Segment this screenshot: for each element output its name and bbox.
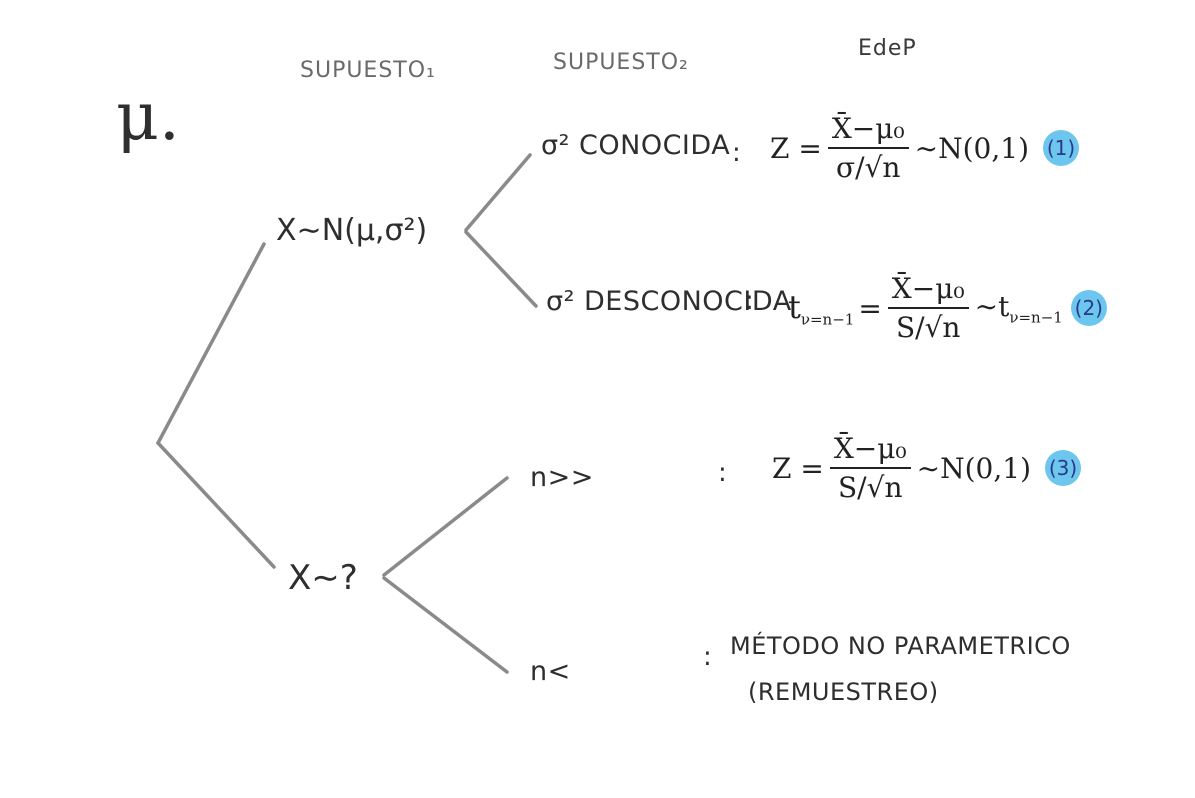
formula-2-badge: (2) <box>1070 290 1107 326</box>
branch-large-n: n>> <box>530 462 594 493</box>
branch-small-n: n< <box>530 656 571 687</box>
formula-2: tν=n−1 = X̄−μ₀ S/√n ∼tν=n−1 (2) <box>788 272 1107 344</box>
header-supuesto-2: SUPUESTO₂ <box>553 50 689 75</box>
formula-3-denominator: S/√n <box>837 471 903 504</box>
formula-1: Z = X̄−μ₀ σ/√n ∼N(0,1) (1) <box>770 112 1079 184</box>
formula-2-rhs: ∼tν=n−1 <box>975 290 1063 327</box>
separator-4: : <box>703 642 712 672</box>
method-line-1: MÉTODO NO PARAMETRICO <box>730 632 1071 660</box>
edge-unknown-small <box>382 576 509 674</box>
header-edep: EdeP <box>858 36 917 61</box>
edge-root-normal <box>156 242 266 445</box>
formula-1-rhs: ∼N(0,1) <box>914 131 1029 165</box>
formula-2-numerator: X̄−μ₀ <box>887 272 969 309</box>
formula-3-fraction: X̄−μ₀ S/√n <box>829 432 911 504</box>
formula-3-lhs: Z = <box>772 451 824 485</box>
formula-3: Z = X̄−μ₀ S/√n ∼N(0,1) (3) <box>772 432 1081 504</box>
formula-3-rhs: ∼N(0,1) <box>916 451 1031 485</box>
edge-normal-unknown <box>464 230 538 308</box>
formula-3-numerator: X̄−μ₀ <box>829 432 911 469</box>
node-normal: X∼N(μ,σ²) <box>276 213 428 248</box>
branch-unknown-variance: σ² DESCONOCIDA <box>546 286 792 317</box>
separator-3: : <box>718 458 727 488</box>
formula-1-denominator: σ/√n <box>836 151 901 184</box>
formula-3-badge: (3) <box>1045 450 1081 486</box>
formula-2-eq: = <box>858 291 882 325</box>
header-supuesto-1: SUPUESTO₁ <box>300 58 436 83</box>
node-unknown: X∼? <box>288 558 358 598</box>
formula-2-denominator: S/√n <box>895 311 961 344</box>
formula-2-t: t <box>788 287 801 326</box>
separator-1: : <box>732 138 741 168</box>
edge-unknown-large <box>382 476 509 577</box>
formula-1-badge: (1) <box>1043 130 1079 166</box>
branch-known-variance: σ² CONOCIDA <box>541 130 731 161</box>
formula-2-fraction: X̄−μ₀ S/√n <box>887 272 969 344</box>
formula-2-lhs-sub: ν=n−1 <box>800 310 855 329</box>
formula-2-rhs-t: ∼t <box>974 289 1010 323</box>
formula-1-fraction: X̄−μ₀ σ/√n <box>827 112 909 184</box>
formula-1-numerator: X̄−μ₀ <box>827 112 909 149</box>
formula-1-lhs: Z = <box>770 131 822 165</box>
formula-2-lhs: tν=n−1 <box>788 288 854 329</box>
root-mu: μ. <box>116 78 180 155</box>
edge-normal-known <box>464 153 532 232</box>
formula-2-rhs-sub: ν=n−1 <box>1009 308 1063 327</box>
separator-2: : <box>745 286 754 316</box>
edge-root-unknown <box>156 441 276 569</box>
method-line-2: (REMUESTREO) <box>748 678 939 706</box>
